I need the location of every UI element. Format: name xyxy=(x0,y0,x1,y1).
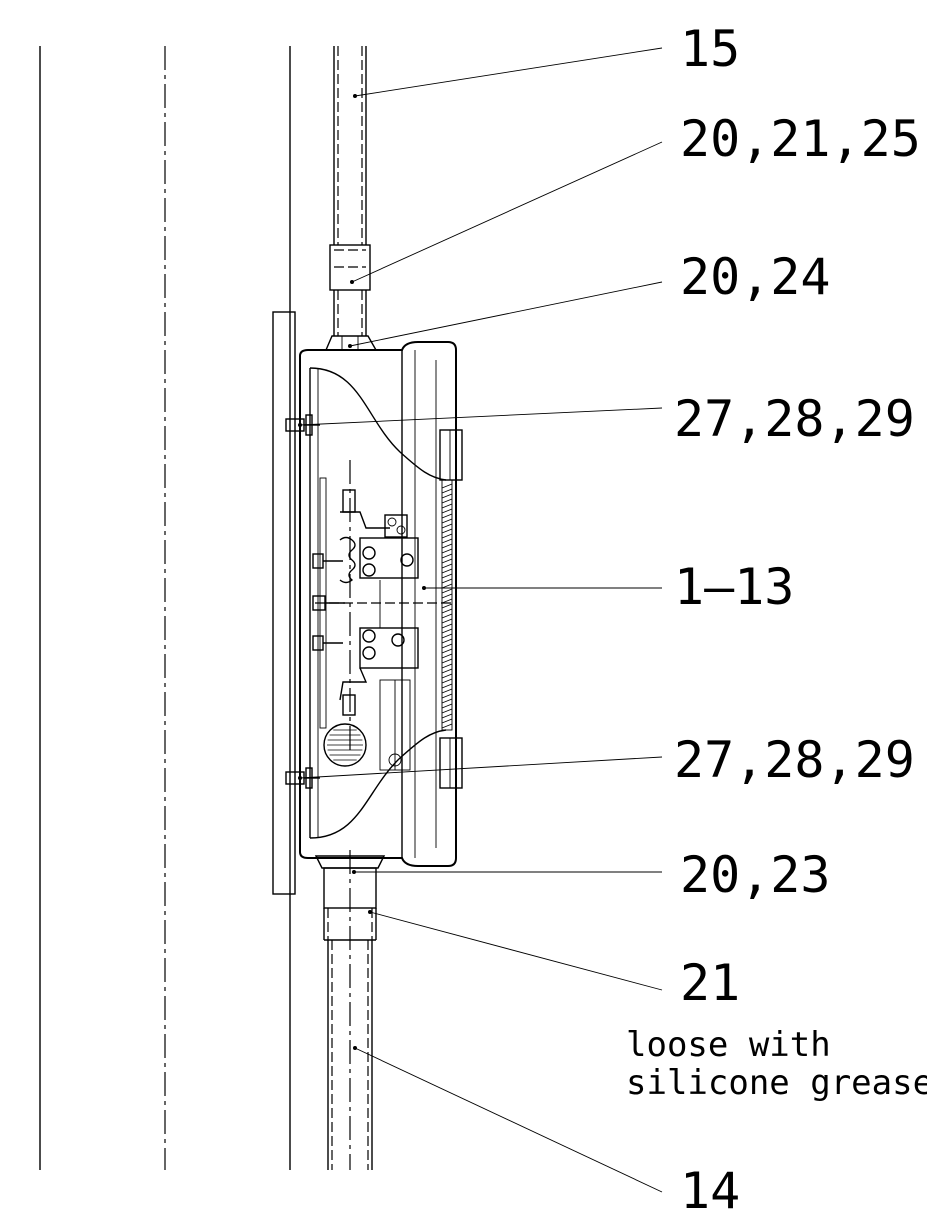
hatch-line xyxy=(441,643,453,649)
enclosure-body xyxy=(299,341,457,867)
callout-20-23: 20,23 xyxy=(680,846,831,904)
hatch-line xyxy=(441,503,453,509)
internal-components xyxy=(312,460,455,771)
upper-gland-nut xyxy=(324,335,378,351)
hatch-line xyxy=(441,563,453,569)
hatch-line xyxy=(441,523,453,529)
hatch-line xyxy=(441,528,453,534)
lower-conduit xyxy=(327,850,373,1170)
hatch-line xyxy=(441,653,453,659)
gasket-hatch xyxy=(441,483,453,729)
hatch-line xyxy=(441,498,453,504)
callout-14: 14 xyxy=(680,1162,740,1218)
hatch-line xyxy=(441,633,453,639)
hatch-line xyxy=(441,683,453,689)
hatch-line xyxy=(441,483,453,489)
callout-27-28-29-lower: 27,28,29 xyxy=(674,731,915,789)
hatch-line xyxy=(441,518,453,524)
upper-conduit xyxy=(333,46,367,245)
hatch-line xyxy=(441,533,453,539)
hatch-line xyxy=(441,628,453,634)
hatch-line xyxy=(441,678,453,684)
hatch-line xyxy=(441,608,453,614)
callout-20-21-25: 20,21,25 xyxy=(680,110,921,168)
hatch-line xyxy=(441,673,453,679)
note-line-2: silicone grease xyxy=(626,1063,927,1103)
hatch-line xyxy=(441,658,453,664)
hatch-line xyxy=(441,648,453,654)
hatch-line xyxy=(441,698,453,704)
hatch-line xyxy=(441,638,453,644)
wall-lines xyxy=(39,46,291,1170)
hatch-line xyxy=(441,493,453,499)
hatch-line xyxy=(441,668,453,674)
hatch-line xyxy=(441,553,453,559)
hatch-line xyxy=(441,538,453,544)
hatch-line xyxy=(441,593,453,599)
callout-27-28-29-upper: 27,28,29 xyxy=(674,390,915,448)
hatch-line xyxy=(441,693,453,699)
leader-lines xyxy=(298,47,663,1193)
hatch-line xyxy=(441,713,453,719)
hatch-line xyxy=(441,598,453,604)
hatch-line xyxy=(441,703,453,709)
hatch-line xyxy=(441,488,453,494)
hatch-line xyxy=(441,548,453,554)
upper-coupling xyxy=(329,244,371,336)
wall-fixings xyxy=(285,414,320,789)
hatch-line xyxy=(441,583,453,589)
hatch-line xyxy=(441,603,453,609)
hatch-line xyxy=(441,613,453,619)
callout-20-24: 20,24 xyxy=(680,248,831,306)
hatch-line xyxy=(441,508,453,514)
hatch-line xyxy=(441,723,453,729)
hatch-line xyxy=(441,663,453,669)
lid-hinges xyxy=(439,429,463,789)
hatch-line xyxy=(441,623,453,629)
callout-15: 15 xyxy=(680,20,740,78)
hatch-line xyxy=(441,513,453,519)
note-line-1: loose with xyxy=(626,1025,831,1065)
hatch-line xyxy=(441,558,453,564)
hatch-line xyxy=(441,543,453,549)
callout-1-13: 1–13 xyxy=(674,558,794,616)
hatch-line xyxy=(441,573,453,579)
mounting-plate xyxy=(272,311,296,895)
callout-21: 21 xyxy=(680,954,740,1012)
hatch-line xyxy=(441,688,453,694)
hatch-line xyxy=(441,618,453,624)
hatch-line xyxy=(441,578,453,584)
hatch-line xyxy=(441,718,453,724)
hatch-line xyxy=(441,588,453,594)
hatch-line xyxy=(441,708,453,714)
breather-vent-slots xyxy=(327,729,363,761)
hatch-line xyxy=(441,568,453,574)
